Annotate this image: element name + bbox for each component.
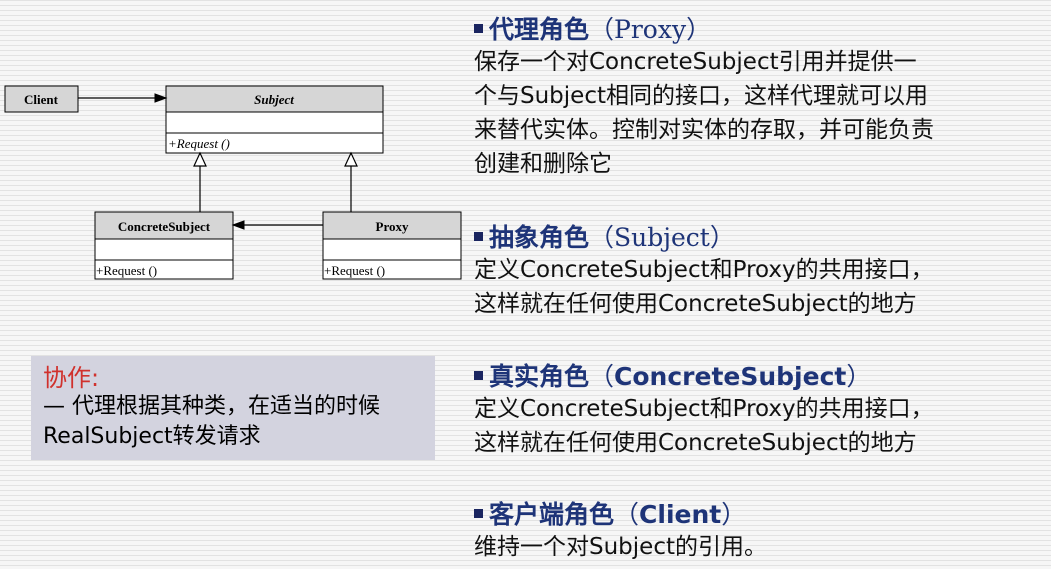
concrete-role-title-cn: 真实角色 xyxy=(489,362,590,391)
subject-role-title-cn: 抽象角色 xyxy=(489,223,590,252)
square-bullet-icon xyxy=(474,371,483,380)
proxy-class-label: Proxy xyxy=(376,219,409,234)
uml-class-diagram: Client Subject +Request () ConcreteSubje… xyxy=(4,85,462,280)
proxy-concrete-arrowhead xyxy=(231,220,245,230)
subject-role-line-2: 这样就在任何使用ConcreteSubject的地方 xyxy=(474,291,917,317)
collaboration-box: 协作: — 代理根据其种类，在适当的时候 RealSubject转发请求 xyxy=(31,356,435,460)
client-role-title: 客户端角色（Client） xyxy=(474,500,1044,530)
proxy-role-title: 代理角色（Proxy） xyxy=(474,15,1044,45)
subject-class-attributes xyxy=(165,111,384,134)
client-class-box xyxy=(4,85,79,113)
proxy-role-line-4: 创建和删除它 xyxy=(474,151,612,177)
client-role-title-cn: 客户端角色 xyxy=(489,500,615,529)
concrete-subject-method-label: +Request () xyxy=(96,263,157,278)
collaboration-title: 协作: xyxy=(43,364,100,392)
subject-method-label: +Request () xyxy=(168,136,230,151)
proxy-role-line-1: 保存一个对ConcreteSubject引用并提供一 xyxy=(474,49,917,75)
paren-close: ） xyxy=(686,15,712,44)
concrete-role-section: 真实角色（ConcreteSubject） 定义ConcreteSubject和… xyxy=(474,362,1044,460)
proxy-role-line-3: 来替代实体。控制对实体的存取，并可能负责 xyxy=(474,117,934,143)
client-class-label: Client xyxy=(24,92,59,107)
client-role-title-en: Client xyxy=(639,500,722,529)
paren-open: （ xyxy=(589,15,615,44)
concrete-subject-class-attributes xyxy=(94,238,234,261)
concrete-role-title-en: ConcreteSubject xyxy=(614,362,847,391)
concrete-role-line-1: 定义ConcreteSubject和Proxy的共用接口， xyxy=(474,396,934,422)
subject-role-title: 抽象角色（Subject） xyxy=(474,223,1044,253)
subject-role-title-en: Subject xyxy=(614,223,710,252)
client-subject-arrowhead xyxy=(154,93,168,103)
paren-close: ） xyxy=(721,500,747,529)
client-role-section: 客户端角色（Client） 维持一个对Subject的引用。 xyxy=(474,500,1044,564)
paren-close: ） xyxy=(846,362,872,391)
proxy-class-methods xyxy=(322,259,462,280)
concrete-role-line-2: 这样就在任何使用ConcreteSubject的地方 xyxy=(474,430,917,456)
proxy-class-attributes xyxy=(322,238,462,261)
proxy-role-line-2: 个与Subject相同的接口，这样代理就可以用 xyxy=(474,83,928,109)
client-role-line-1: 维持一个对Subject的引用。 xyxy=(474,534,767,560)
proxy-role-title-cn: 代理角色 xyxy=(489,15,590,44)
subject-role-line-1: 定义ConcreteSubject和Proxy的共用接口， xyxy=(474,257,934,283)
paren-open: （ xyxy=(589,223,615,252)
concrete-role-title: 真实角色（ConcreteSubject） xyxy=(474,362,1044,392)
concrete-subject-class-methods xyxy=(94,259,234,280)
concrete-subject-class-header xyxy=(94,211,234,240)
concrete-generalization-triangle xyxy=(193,151,207,167)
collaboration-line-2: RealSubject转发请求 xyxy=(43,424,261,449)
collaboration-line-1: — 代理根据其种类，在适当的时候 xyxy=(43,394,380,419)
subject-class-methods xyxy=(165,132,384,154)
proxy-method-label: +Request () xyxy=(324,263,385,278)
square-bullet-icon xyxy=(474,232,483,241)
concrete-subject-class-label: ConcreteSubject xyxy=(118,219,211,234)
proxy-class-header xyxy=(322,211,462,240)
paren-open: （ xyxy=(589,362,615,391)
paren-close: ） xyxy=(709,223,735,252)
proxy-role-section: 代理角色（Proxy） 保存一个对ConcreteSubject引用并提供一 个… xyxy=(474,15,1044,181)
subject-role-section: 抽象角色（Subject） 定义ConcreteSubject和Proxy的共用… xyxy=(474,223,1044,321)
paren-open: （ xyxy=(614,500,640,529)
proxy-role-title-en: Proxy xyxy=(614,15,687,44)
subject-class-header xyxy=(165,85,384,113)
proxy-generalization-triangle xyxy=(344,151,358,167)
square-bullet-icon xyxy=(474,24,483,33)
subject-class-label: Subject xyxy=(254,92,294,107)
square-bullet-icon xyxy=(474,509,483,518)
